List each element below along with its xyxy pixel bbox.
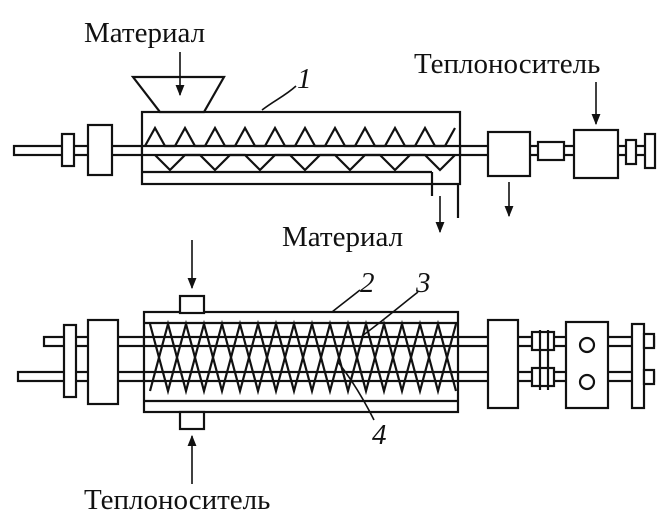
top-coupling [536, 140, 566, 162]
bottom-end-cap-upper [642, 332, 656, 350]
leader-4 [337, 361, 375, 421]
leader-2 [331, 289, 361, 313]
label-material-in: Материал [84, 17, 205, 49]
screw-flight-upper [144, 125, 456, 148]
gear-lower-a [530, 366, 556, 388]
top-right-block [486, 130, 532, 178]
top-left-bearing-small [60, 132, 76, 168]
top-heat-block [572, 128, 620, 180]
top-end-flange-b [643, 132, 657, 170]
twin-screw-unit [16, 294, 656, 431]
bottom-end-cap-lower [642, 368, 656, 386]
coolant-inlet-nozzle [178, 294, 206, 315]
label-coolant-bottom: Теплоноситель [84, 484, 270, 516]
single-screw-unit [12, 75, 657, 218]
label-material-out: Материал [282, 221, 403, 253]
bottom-right-block [486, 318, 520, 410]
screw-shaft-4 [142, 370, 460, 383]
top-end-flange-a [624, 138, 638, 166]
gear-upper-a [530, 330, 556, 352]
callout-2: 2 [360, 267, 375, 299]
coolant-outlet-nozzle [178, 410, 206, 431]
hopper [130, 75, 226, 114]
callout-1: 1 [297, 63, 312, 95]
bottom-left-bearing [86, 318, 120, 406]
screw-flight-lower [154, 153, 456, 172]
bottom-left-flange [62, 323, 78, 399]
gearbox-bearing-upper [578, 336, 596, 354]
bottom-end-flange [630, 322, 646, 410]
top-left-bearing [86, 123, 114, 177]
leader-3 [361, 291, 419, 337]
trough-shaft [140, 144, 462, 157]
callout-3: 3 [415, 267, 431, 299]
callout-4: 4 [372, 419, 387, 451]
gearbox-bearing-lower [578, 373, 596, 391]
label-coolant-top: Теплоноситель [414, 48, 600, 80]
screw-flights-b [148, 319, 458, 396]
leader-1 [261, 85, 297, 111]
gearbox [564, 320, 610, 410]
